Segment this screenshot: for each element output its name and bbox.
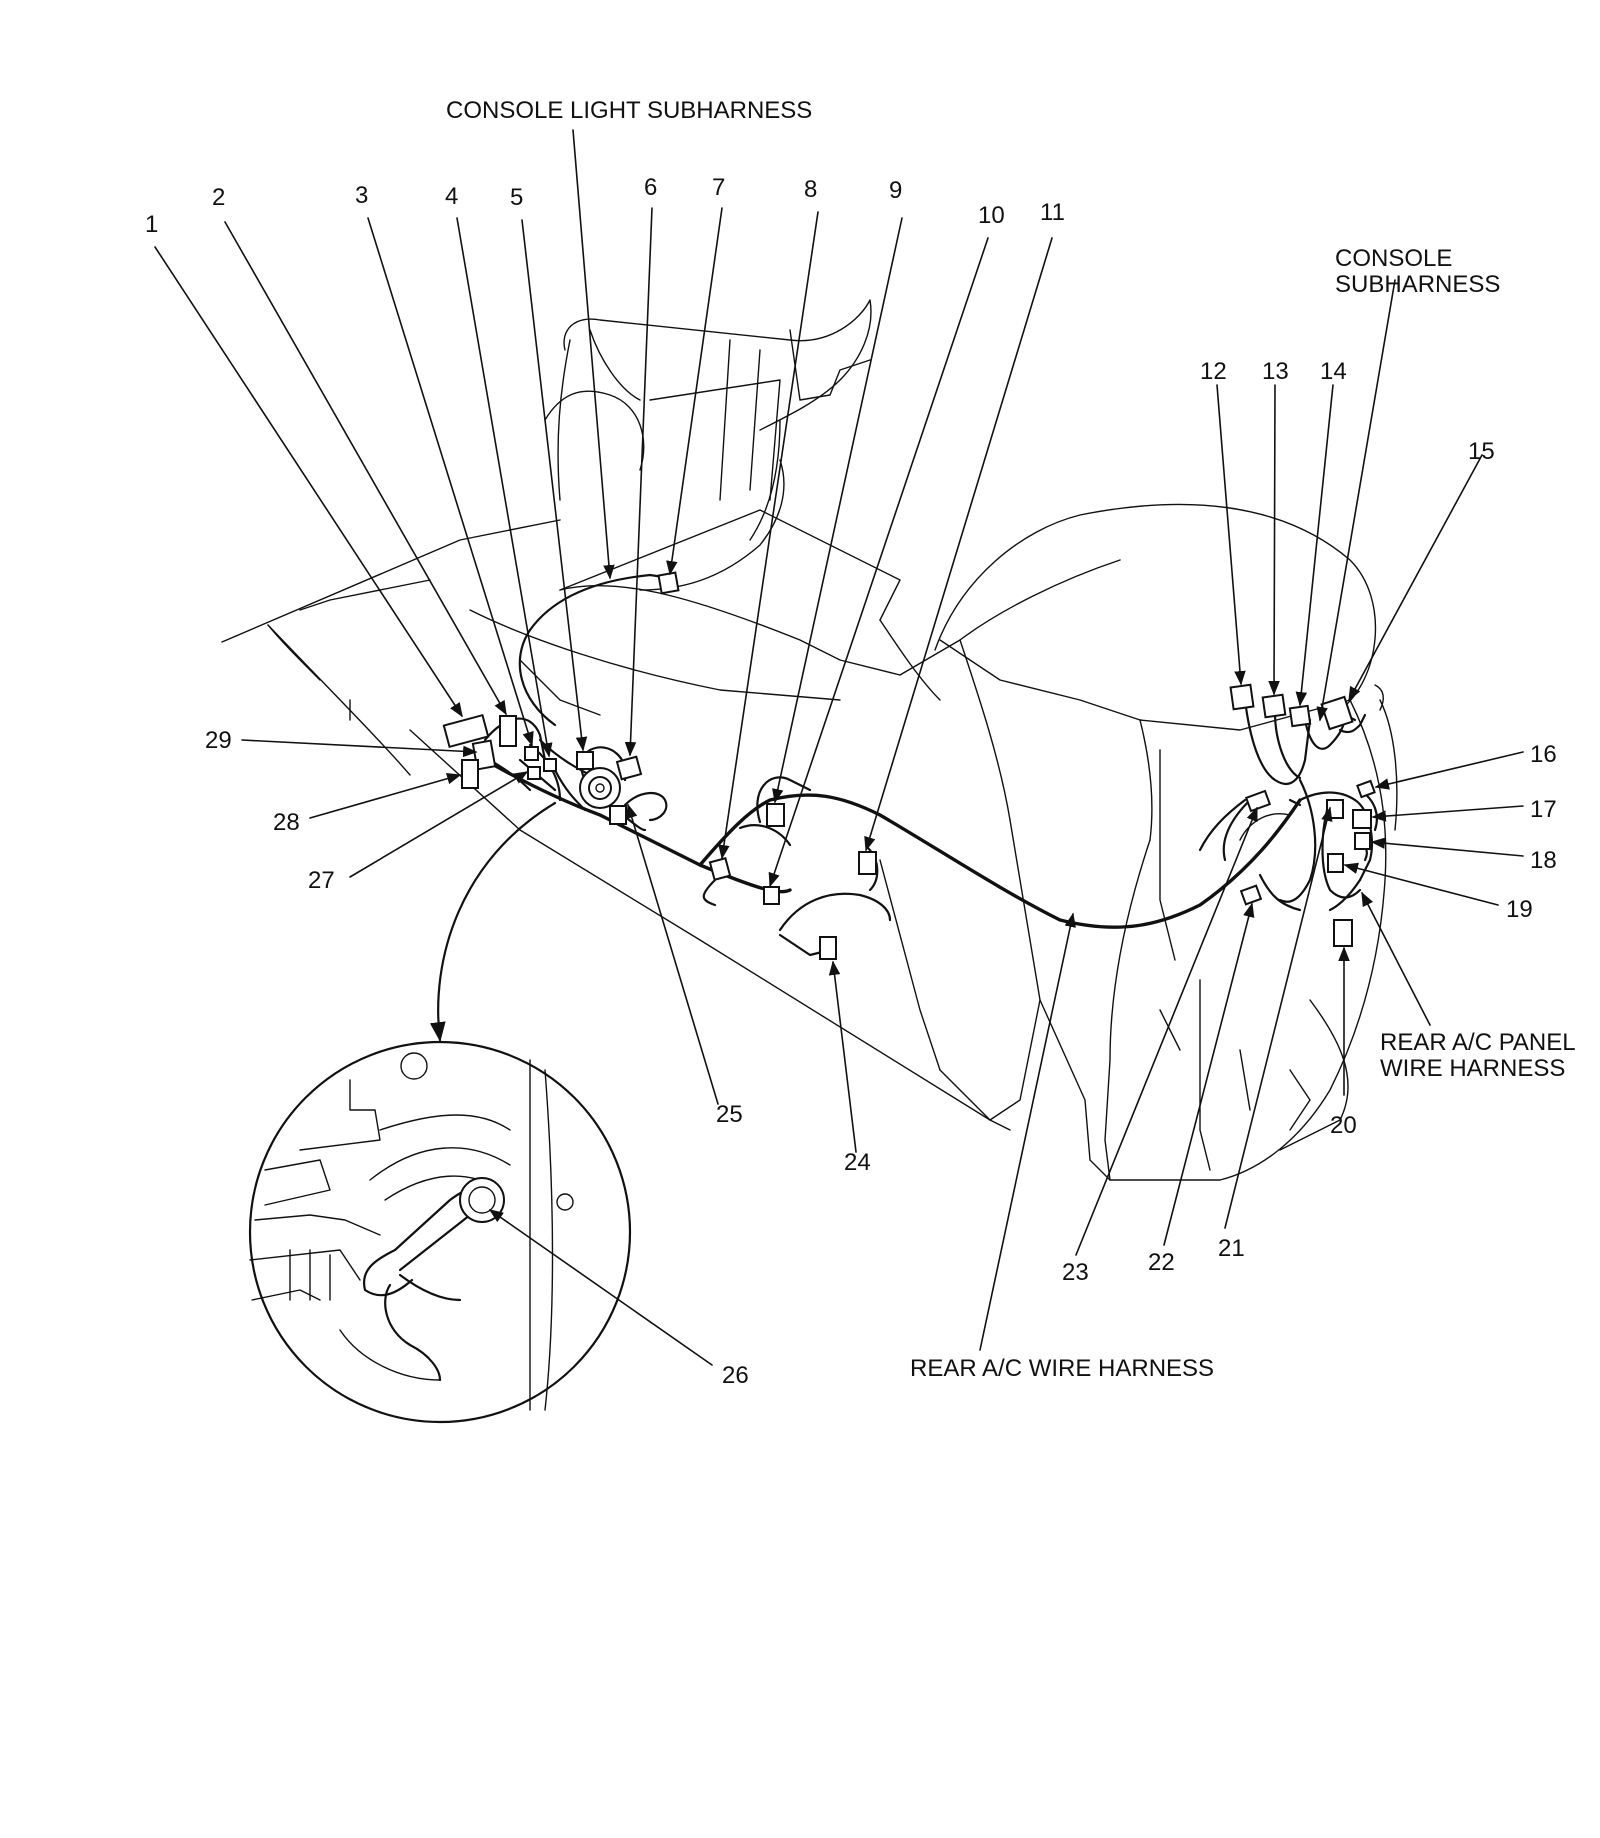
callout-20: 20	[1330, 1112, 1357, 1139]
connectors	[442, 571, 1376, 960]
harness-wires	[468, 573, 1378, 957]
callout-6: 6	[644, 174, 657, 201]
label-console-subharness-line2: SUBHARNESS	[1335, 271, 1500, 298]
detail-inset	[248, 801, 713, 1424]
callout-23: 23	[1062, 1259, 1089, 1286]
label-console-light-subharness: CONSOLE LIGHT SUBHARNESS	[446, 97, 812, 124]
leader-lines	[154, 129, 1524, 1351]
callout-17: 17	[1530, 796, 1557, 823]
callout-26: 26	[722, 1362, 749, 1389]
callout-12: 12	[1200, 358, 1227, 385]
callout-8: 8	[804, 176, 817, 203]
callout-19: 19	[1506, 896, 1533, 923]
callout-15: 15	[1468, 438, 1495, 465]
callout-numbers: 1 2 3 4 5 6 7 8 9 10 11 12 13 14 15 16 1…	[145, 174, 1557, 1389]
label-rear-ac-wire-harness: REAR A/C WIRE HARNESS	[910, 1355, 1214, 1382]
callout-28: 28	[273, 809, 300, 836]
callout-14: 14	[1320, 358, 1347, 385]
callout-18: 18	[1530, 847, 1557, 874]
label-console-subharness-line1: CONSOLE	[1335, 245, 1452, 272]
callout-24: 24	[844, 1149, 871, 1176]
callout-27: 27	[308, 867, 335, 894]
callout-5: 5	[510, 184, 523, 211]
callout-10: 10	[978, 202, 1005, 229]
callout-22: 22	[1148, 1249, 1175, 1276]
callout-29: 29	[205, 727, 232, 754]
callout-25: 25	[716, 1101, 743, 1128]
callout-9: 9	[889, 177, 902, 204]
label-rear-ac-panel-line2: WIRE HARNESS	[1380, 1055, 1565, 1082]
vehicle-body-outline	[221, 299, 1398, 1181]
callout-21: 21	[1218, 1235, 1245, 1262]
callout-1: 1	[145, 211, 158, 238]
callout-2: 2	[212, 184, 225, 211]
callout-3: 3	[355, 182, 368, 209]
label-rear-ac-panel-line1: REAR A/C PANEL	[1380, 1029, 1576, 1056]
callout-7: 7	[712, 174, 725, 201]
callout-16: 16	[1530, 741, 1557, 768]
callout-13: 13	[1262, 358, 1289, 385]
callout-4: 4	[445, 183, 458, 210]
callout-11: 11	[1040, 199, 1065, 226]
caption-labels: CONSOLE LIGHT SUBHARNESS CONSOLE SUBHARN…	[446, 97, 1576, 1382]
